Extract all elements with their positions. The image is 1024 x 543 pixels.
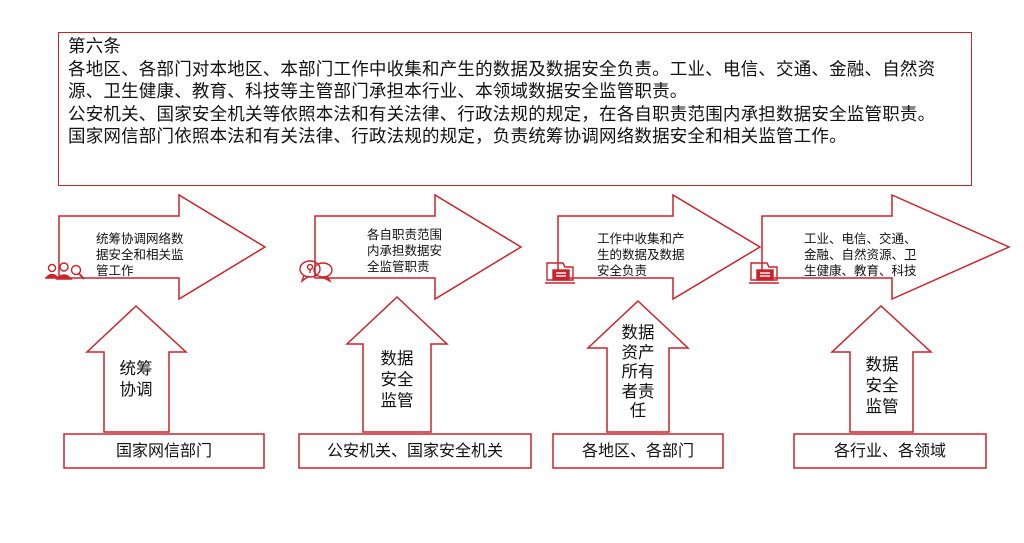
article-box: 第六条 各地区、各部门对本地区、本部门工作中收集和产生的数据及数据安全负责。工业… bbox=[58, 32, 972, 186]
right-arrow-3 bbox=[557, 193, 762, 301]
arrow-text-4: 工业、电信、交通、 金融、自然资源、卫 生健康、教育、科技 bbox=[804, 231, 917, 278]
up-text-2: 数据 安全 监管 bbox=[380, 349, 414, 410]
up-text-3: 数据 资产 所有 者责 任 bbox=[621, 323, 655, 420]
article-paragraph-1: 各地区、各部门对本地区、本部门工作中收集和产生的数据及数据安全负责。工业、电信、… bbox=[68, 59, 936, 103]
article-paragraph-2: 公安机关、国家安全机关等依照本法和有关法律、行政法规的规定，在各自职责范围内承担… bbox=[68, 104, 936, 125]
org-label-3: 各地区、各部门 bbox=[581, 441, 694, 460]
org-box-2 bbox=[298, 433, 532, 469]
article-title: 第六条 bbox=[68, 37, 122, 57]
arrow-text-2: 各自职责范围 内承担数据安 全监管职责 bbox=[367, 227, 443, 274]
up-text-4: 数据 安全 监管 bbox=[865, 355, 899, 416]
up-arrow-4 bbox=[830, 304, 933, 433]
article-paragraph-3: 国家网信部门依照本法和有关法律、行政法规的规定，负责统筹协调网络数据安全和相关监… bbox=[68, 127, 847, 147]
arrow-text-1: 统筹协调网络数 据安全和相关监 管工作 bbox=[96, 231, 184, 278]
org-box-4 bbox=[793, 433, 987, 469]
org-label-1: 国家网信部门 bbox=[115, 441, 212, 460]
org-box-1 bbox=[63, 433, 265, 469]
factory-icon-4 bbox=[749, 262, 779, 284]
org-label-2: 公安机关、国家安全机关 bbox=[326, 441, 503, 460]
right-arrow-1 bbox=[58, 193, 267, 301]
up-arrow-3 bbox=[586, 299, 690, 433]
up-arrow-2 bbox=[345, 295, 449, 433]
up-text-1: 统筹 协调 bbox=[119, 359, 153, 399]
right-arrow-4 bbox=[761, 193, 1011, 301]
people-search-icon bbox=[44, 262, 85, 280]
up-arrow-1 bbox=[85, 304, 188, 433]
right-arrow-2 bbox=[314, 193, 523, 301]
speech-bubble-icon bbox=[299, 260, 333, 283]
arrow-text-3: 工作中收集和产 生的数据及数据 安全负责 bbox=[597, 231, 685, 278]
factory-icon-3 bbox=[545, 262, 575, 284]
org-box-3 bbox=[552, 433, 724, 469]
org-label-4: 各行业、各领域 bbox=[833, 441, 946, 460]
